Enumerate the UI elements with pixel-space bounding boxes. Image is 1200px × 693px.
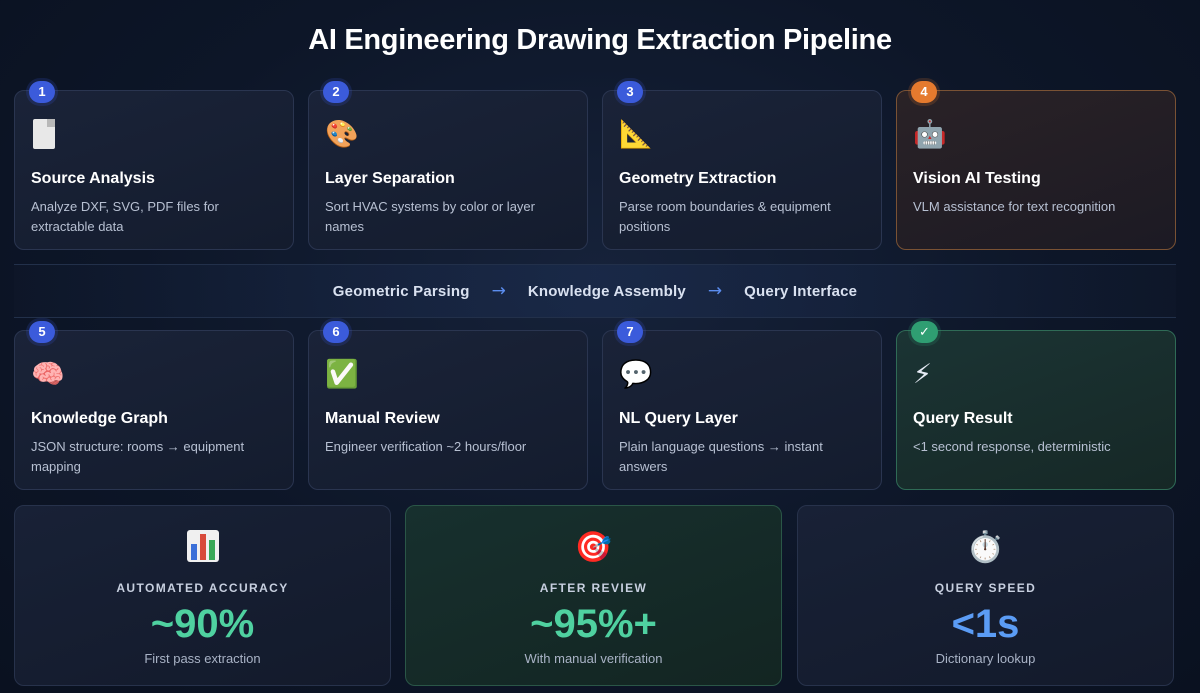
step-card-source-analysis: 1 Source Analysis Analyze DXF, SVG, PDF … <box>14 81 294 250</box>
step-description: Parse room boundaries & equipment positi… <box>619 199 831 234</box>
document-icon <box>31 119 63 151</box>
step-card-knowledge-graph: 5 🧠 Knowledge Graph JSON structure: room… <box>14 321 294 490</box>
flow-step-geometric-parsing: Geometric Parsing <box>332 282 470 300</box>
stopwatch-icon: ⏱️ <box>966 530 1005 565</box>
metric-label: QUERY SPEED <box>934 581 1037 595</box>
lightning-icon: ⚡ <box>913 359 932 390</box>
step-card-query-result: ✓ ⚡ Query Result <1 second response, det… <box>896 321 1176 490</box>
target-icon: 🎯 <box>574 530 613 565</box>
step-description: Sort HVAC systems by color or layer name… <box>325 199 535 234</box>
check-mark-icon: ✅ <box>325 359 359 390</box>
metric-label: AUTOMATED ACCURACY <box>116 581 289 595</box>
metric-caption: Dictionary lookup <box>935 651 1036 666</box>
step-badge: 4 <box>911 81 937 103</box>
metric-after-review: 🎯 AFTER REVIEW ~95%+ With manual verific… <box>405 505 782 686</box>
step-title: Source Analysis <box>31 170 155 187</box>
step-title: NL Query Layer <box>619 410 738 427</box>
step-card-layer-separation: 2 🎨 Layer Separation Sort HVAC systems b… <box>308 81 588 250</box>
step-badge: 5 <box>29 321 55 343</box>
step-description: VLM assistance for text recognition <box>913 199 1116 214</box>
metric-label: AFTER REVIEW <box>539 581 648 595</box>
step-card-manual-review: 6 ✅ Manual Review Engineer verification … <box>308 321 588 490</box>
step-title: Query Result <box>913 410 1013 427</box>
metric-query-speed: ⏱️ QUERY SPEED <1s Dictionary lookup <box>797 505 1174 686</box>
step-badge: 7 <box>617 321 643 343</box>
step-title: Manual Review <box>325 410 440 427</box>
step-description: <1 second response, deterministic <box>913 439 1111 454</box>
palette-icon: 🎨 <box>325 119 359 150</box>
step-title: Vision AI Testing <box>913 170 1041 187</box>
step-description: Plain language questions → instant answe… <box>619 439 823 474</box>
step-badge: 2 <box>323 81 349 103</box>
pipeline-row-1: 1 Source Analysis Analyze DXF, SVG, PDF … <box>14 81 1176 250</box>
metric-value: ~90% <box>150 602 255 646</box>
brain-icon: 🧠 <box>31 359 65 390</box>
metric-automated-accuracy: AUTOMATED ACCURACY ~90% First pass extra… <box>14 505 391 686</box>
bar-chart-icon <box>15 530 390 569</box>
arrow-right-icon: → <box>491 281 506 301</box>
flow-step-query-interface: Query Interface <box>744 282 858 300</box>
step-badge: 3 <box>617 81 643 103</box>
robot-icon: 🤖 <box>913 119 947 150</box>
step-description: Engineer verification ~2 hours/floor <box>325 439 527 454</box>
step-card-vision-ai-testing: 4 🤖 Vision AI Testing VLM assistance for… <box>896 81 1176 250</box>
page-title: AI Engineering Drawing Extraction Pipeli… <box>308 24 892 56</box>
metric-caption: With manual verification <box>524 651 663 666</box>
step-description: Analyze DXF, SVG, PDF files for extracta… <box>31 199 219 234</box>
flow-band: Geometric Parsing → Knowledge Assembly →… <box>14 264 1176 318</box>
pipeline-row-2: 5 🧠 Knowledge Graph JSON structure: room… <box>14 321 1176 490</box>
step-badge: 6 <box>323 321 349 343</box>
metric-caption: First pass extraction <box>144 651 261 666</box>
step-badge: 1 <box>29 81 55 103</box>
metric-value: <1s <box>951 602 1020 646</box>
flow-step-knowledge-assembly: Knowledge Assembly <box>527 282 686 300</box>
step-card-nl-query-layer: 7 💬 NL Query Layer Plain language questi… <box>602 321 882 490</box>
speech-bubble-icon: 💬 <box>619 359 653 390</box>
step-title: Knowledge Graph <box>31 410 168 427</box>
triangle-ruler-icon: 📐 <box>619 119 653 150</box>
step-badge-check: ✓ <box>911 321 938 343</box>
arrow-right-icon: → <box>707 281 723 301</box>
step-title: Geometry Extraction <box>619 170 777 187</box>
step-title: Layer Separation <box>325 170 455 187</box>
step-description: JSON structure: rooms → equipment mappin… <box>31 439 245 474</box>
step-card-geometry-extraction: 3 📐 Geometry Extraction Parse room bound… <box>602 81 882 250</box>
metric-value: ~95%+ <box>530 602 657 646</box>
